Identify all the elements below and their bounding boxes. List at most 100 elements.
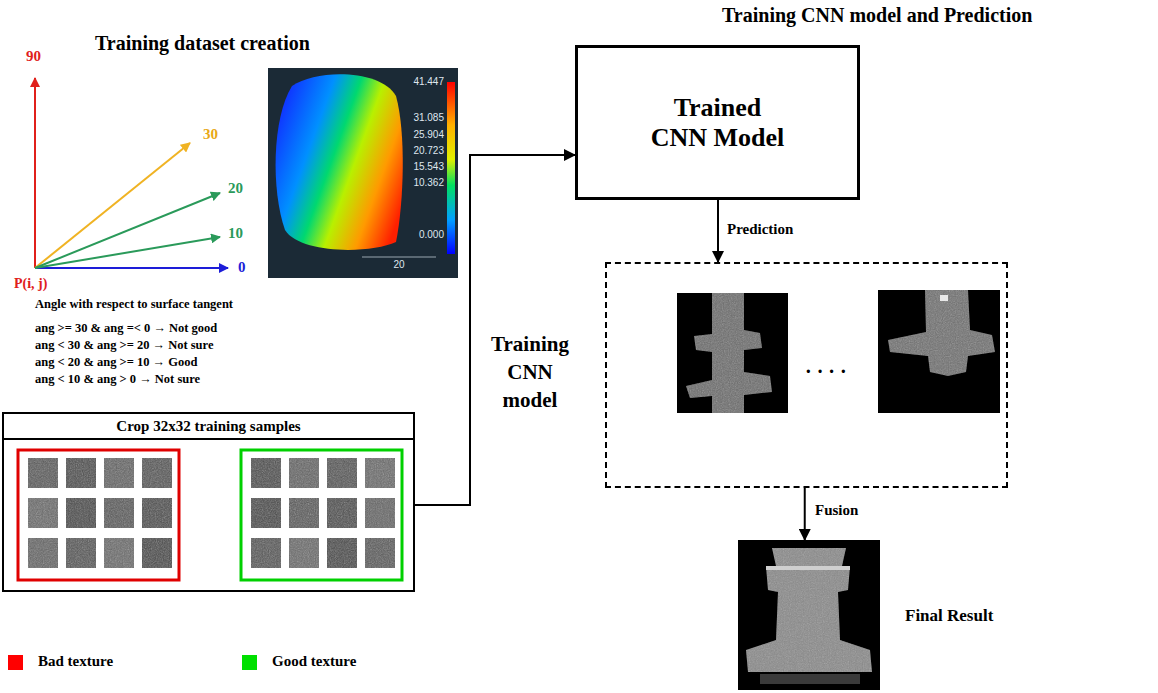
texture-grain: [28, 538, 58, 568]
texture-grain: [66, 538, 96, 568]
texture-sample: [142, 538, 172, 568]
vector-20: [35, 193, 220, 268]
texture-sample: [327, 538, 357, 568]
depth-surface: [276, 74, 403, 250]
texture-grain: [28, 458, 58, 488]
prediction-panel: · · · ·: [605, 262, 1008, 488]
texture-sample: [28, 498, 58, 528]
edge-label: Prediction: [727, 221, 793, 238]
vector-10: [35, 237, 220, 268]
plot-label: 90: [26, 48, 41, 65]
texture-grain: [104, 538, 134, 568]
scale-value: 41.447: [413, 76, 444, 87]
texture-sample: [365, 498, 395, 528]
node-text: Final Result: [905, 606, 993, 626]
texture-sample: [365, 538, 395, 568]
node-text: Crop 32x32 training samples: [4, 414, 413, 440]
texture-sample: [66, 498, 96, 528]
model-box: Trained CNN Model: [575, 45, 860, 200]
scale-value: 31.085: [413, 112, 444, 123]
scale-value: 20.723: [413, 145, 444, 156]
plot-label: ang < 10 & ang > 0 → Not sure: [35, 372, 200, 387]
plot-label: 20: [228, 180, 243, 197]
section-heading: Training CNN model and Prediction: [722, 4, 1032, 27]
scale-value: 0.000: [419, 229, 444, 240]
texture-grain: [142, 538, 172, 568]
depth-map-ground: [268, 68, 458, 278]
node-text: Trained CNN Model: [645, 93, 790, 153]
texture-grain: [289, 458, 319, 488]
edge-label: Training CNN model: [480, 330, 580, 414]
texture-grain: [142, 458, 172, 488]
bad-texture-group: [18, 450, 179, 580]
texture-grain: [28, 498, 58, 528]
texture-sample: [251, 538, 281, 568]
texture-sample: [365, 458, 395, 488]
texture-sample: [289, 498, 319, 528]
crop-panel: Crop 32x32 training samples: [2, 412, 415, 592]
color-bar: [447, 82, 455, 254]
texture-grain: [365, 498, 395, 528]
texture-grain: [251, 458, 281, 488]
connector-arrow: [415, 155, 575, 505]
plot-label: P(i, j): [14, 276, 47, 292]
texture-sample: [327, 458, 357, 488]
node-text: · · · ·: [805, 360, 847, 383]
plot-label: 30: [203, 126, 218, 143]
plot-label: 10: [228, 225, 243, 242]
texture-sample: [142, 458, 172, 488]
legend-text: Bad texture: [38, 653, 113, 670]
edge-label: Fusion: [815, 502, 858, 519]
section-heading: Training dataset creation: [95, 32, 310, 55]
texture-sample: [327, 498, 357, 528]
scale-value: 25.904: [413, 129, 444, 140]
texture-grain: [66, 498, 96, 528]
axis-0: [35, 267, 228, 269]
prediction-image: [878, 290, 1000, 413]
legend-swatch: [8, 655, 23, 670]
scale-value: 10.362: [413, 177, 444, 188]
texture-grain: [66, 458, 96, 488]
scale-value: 20: [393, 259, 404, 270]
texture-grain: [365, 538, 395, 568]
good-texture-group: [241, 450, 402, 580]
texture-grain: [104, 458, 134, 488]
plot-label: ang < 30 & ang >= 20 → Not sure: [35, 338, 213, 353]
legend-swatch: [242, 655, 257, 670]
vector-30: [35, 143, 190, 268]
angle-plot: [35, 78, 228, 268]
plot-label: 0: [238, 259, 246, 276]
texture-sample: [104, 538, 134, 568]
depth-map: [268, 68, 458, 278]
connector-arrow: [804, 488, 806, 540]
final-result-image: [738, 540, 880, 690]
legend-text: Good texture: [272, 653, 356, 670]
texture-grain: [327, 458, 357, 488]
texture-grain: [104, 498, 134, 528]
final-result-box: Final Result: [738, 540, 880, 690]
axis-90: [34, 78, 36, 268]
texture-grain: [365, 458, 395, 488]
texture-sample: [104, 498, 134, 528]
scale-bar: [362, 257, 436, 258]
texture-sample: [66, 458, 96, 488]
prediction-image: [677, 293, 788, 413]
texture-grain: [327, 538, 357, 568]
texture-grain: [289, 538, 319, 568]
texture-sample: [251, 498, 281, 528]
texture-sample: [28, 458, 58, 488]
plot-label: ang >= 30 & ang =< 0 → Not good: [35, 321, 217, 336]
texture-grain: [251, 498, 281, 528]
texture-samples: [28, 458, 395, 568]
connector-arrow: [717, 200, 719, 262]
texture-sample: [142, 498, 172, 528]
plot-label: Angle with respect to surface tangent: [35, 297, 233, 312]
texture-sample: [104, 458, 134, 488]
texture-sample: [289, 538, 319, 568]
scale-value: 15.543: [413, 161, 444, 172]
texture-sample: [66, 538, 96, 568]
texture-sample: [251, 458, 281, 488]
texture-sample: [28, 538, 58, 568]
texture-grain: [327, 498, 357, 528]
